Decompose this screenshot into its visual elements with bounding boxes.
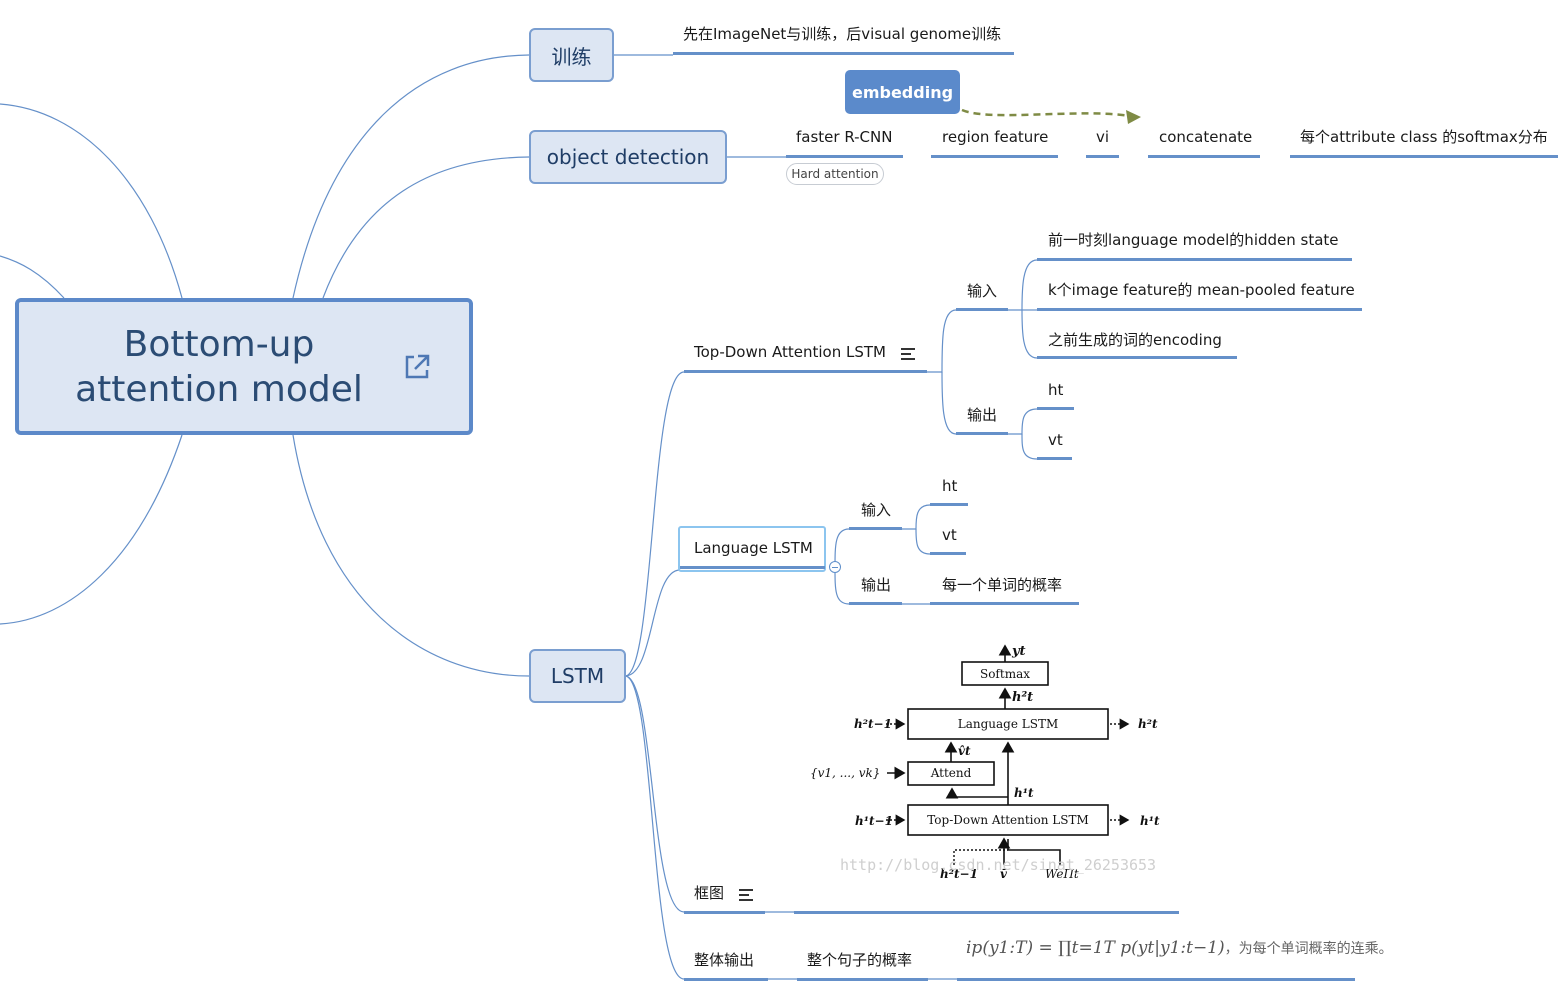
selection-frame — [678, 526, 826, 572]
fig-label-h1prev: h¹t−1 — [855, 814, 893, 828]
language-input-label[interactable]: 输入 — [861, 501, 892, 519]
collapse-button[interactable] — [829, 561, 841, 573]
embedding-arrow — [961, 108, 1131, 118]
figure-watermark: http://blog.csdn.net/sinat_26253653 — [840, 856, 1157, 874]
chain-softmax-dist[interactable]: 每个attribute class 的softmax分布 — [1300, 128, 1548, 146]
chain-vi[interactable]: vi — [1096, 128, 1110, 146]
fig-label-vset: {v1, ..., vk} — [810, 766, 880, 780]
chain-softmax-dist-underline — [1290, 155, 1558, 158]
overall-output-value[interactable]: 整个句子的概率 — [807, 951, 913, 969]
train-detail[interactable]: 先在ImageNet与训练，后visual genome训练 — [683, 25, 1002, 43]
fig-label-h2prev-bottom: h²t−1 — [940, 867, 978, 881]
embedding-tag[interactable]: embedding — [845, 70, 960, 114]
formula-text: ip(y1:T) = ∏t=1T p(yt|y1:t−1) — [966, 938, 1225, 958]
top-down-output-ht[interactable]: ht — [1048, 381, 1064, 399]
fig-label-we: WeΠt — [1045, 867, 1079, 881]
chain-region-feature-underline — [931, 155, 1058, 158]
top-down-input-underline — [956, 308, 1008, 311]
formula-underline — [957, 978, 1355, 981]
chain-concatenate[interactable]: concatenate — [1159, 128, 1253, 146]
top-down-output-vt[interactable]: vt — [1048, 431, 1063, 449]
topic-object-detection-label: object detection — [546, 145, 710, 169]
language-lstm[interactable]: Language LSTM — [694, 539, 813, 557]
top-down-input-3-underline — [1037, 356, 1237, 359]
language-lstm-underline — [680, 566, 825, 569]
overall-output-label[interactable]: 整体输出 — [694, 951, 755, 969]
language-input-vt[interactable]: vt — [942, 526, 957, 544]
topic-object-detection[interactable]: object detection — [529, 130, 727, 184]
language-input-vt-underline — [930, 552, 966, 555]
fig-language-box — [907, 708, 1109, 740]
train-detail-underline — [673, 52, 1014, 55]
top-down-lstm[interactable]: Top-Down Attention LSTM — [694, 343, 886, 361]
topic-train-label: 训练 — [551, 44, 592, 69]
hard-attention-label[interactable]: Hard attention — [786, 163, 884, 185]
fig-label-h2t: h²t — [1012, 690, 1033, 705]
chain-concatenate-underline — [1148, 155, 1260, 158]
chain-vi-underline — [1086, 155, 1119, 158]
language-output-underline — [849, 602, 902, 605]
top-down-input-3[interactable]: 之前生成的词的encoding — [1048, 331, 1222, 349]
fig-topdown-text: Top-Down Attention LSTM — [927, 813, 1089, 827]
frame-diagram-underline — [684, 911, 765, 914]
topic-train[interactable]: 训练 — [529, 28, 614, 82]
language-output-label[interactable]: 输出 — [861, 576, 892, 594]
language-output-value[interactable]: 每一个单词的概率 — [942, 576, 1063, 594]
formula-note: ，为每个单词概率的连乘。 — [1224, 940, 1393, 956]
fig-label-h1t-out: h¹t — [1140, 814, 1160, 828]
external-link-icon[interactable] — [402, 352, 432, 382]
language-input-underline — [849, 527, 902, 530]
language-input-ht[interactable]: ht — [942, 477, 958, 495]
frame-image-underline — [794, 911, 1179, 914]
architecture-figure[interactable]: Softmax Language LSTM Attend Top-Down At… — [790, 640, 1190, 890]
chain-faster-rcnn-underline — [786, 155, 903, 158]
top-down-lstm-underline — [684, 370, 927, 373]
note-icon[interactable] — [739, 889, 753, 901]
language-input-ht-underline — [930, 503, 968, 506]
top-down-output-underline — [956, 432, 1008, 435]
fig-language-text: Language LSTM — [958, 717, 1059, 731]
top-down-output-ht-underline — [1037, 407, 1074, 410]
chain-faster-rcnn[interactable]: faster R-CNN — [796, 128, 893, 146]
fig-label-vhat: v̂t — [958, 744, 971, 758]
fig-attend-text: Attend — [930, 766, 972, 780]
top-down-input-label[interactable]: 输入 — [967, 282, 998, 300]
topic-lstm-label: LSTM — [550, 664, 605, 688]
fig-label-h1t: h¹t — [1014, 786, 1034, 800]
overall-output-value-underline — [797, 978, 928, 981]
top-down-output-label[interactable]: 输出 — [967, 406, 998, 424]
top-down-output-vt-underline — [1037, 457, 1072, 460]
fig-label-yt: yt — [1011, 644, 1026, 659]
chain-region-feature[interactable]: region feature — [942, 128, 1049, 146]
root-title: Bottom-up attention model — [75, 324, 363, 410]
frame-diagram-label[interactable]: 框图 — [694, 884, 725, 902]
topic-lstm[interactable]: LSTM — [529, 649, 626, 703]
language-output-value-underline — [930, 602, 1079, 605]
note-icon[interactable] — [901, 348, 915, 360]
fig-label-h2prev: h²t−1 — [854, 717, 892, 731]
fig-label-vbar: v̄ — [1000, 867, 1008, 881]
top-down-input-2-underline — [1037, 308, 1362, 311]
overall-output-underline — [684, 978, 768, 981]
fig-softmax-text: Softmax — [980, 667, 1030, 681]
top-down-input-2[interactable]: k个image feature的 mean-pooled feature — [1048, 281, 1355, 299]
top-down-input-1-underline — [1037, 258, 1352, 261]
root-topic[interactable]: Bottom-up attention model — [15, 298, 473, 435]
sentence-probability-formula[interactable]: ip(y1:T) = ∏t=1T p(yt|y1:t−1)，为每个单词概率的连乘… — [966, 938, 1393, 958]
fig-topdown-box — [907, 804, 1109, 836]
top-down-input-1[interactable]: 前一时刻language model的hidden state — [1048, 231, 1339, 249]
fig-label-h2t-out: h²t — [1138, 717, 1158, 731]
